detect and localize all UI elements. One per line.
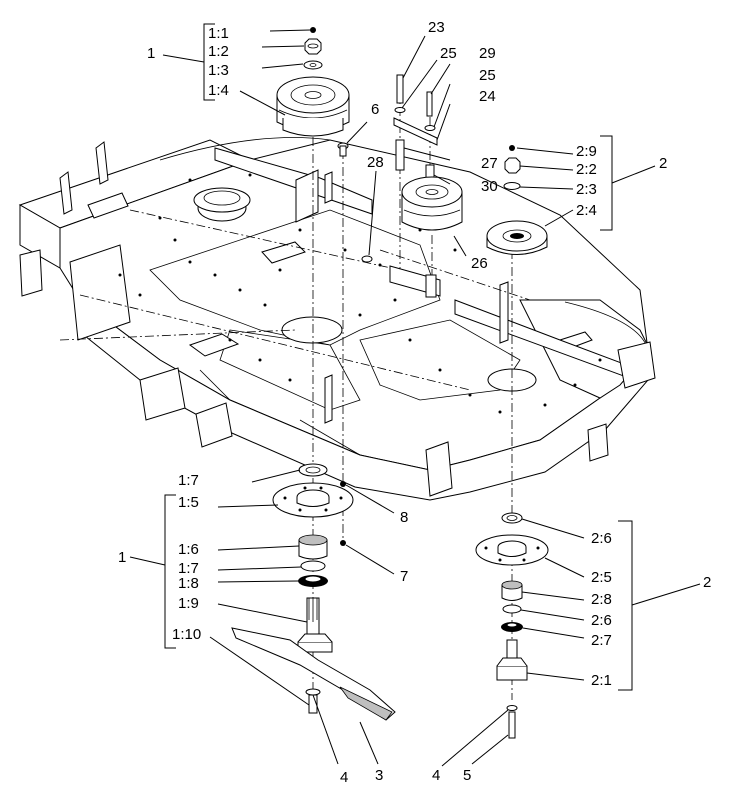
callout-24: 24 (479, 88, 496, 105)
group-brackets (129, 23, 701, 691)
callout-6: 6 (371, 101, 379, 118)
callout-1-4: 1:4 (208, 82, 229, 99)
callout-1-7b: 1:7 (178, 560, 199, 577)
callout-28: 28 (367, 154, 384, 171)
callout-1-9: 1:9 (178, 595, 199, 612)
callout-7: 7 (400, 568, 408, 585)
callout-2-6a: 2:6 (591, 530, 612, 547)
deck-bolt-holes (118, 173, 602, 414)
leader-lines (209, 29, 585, 767)
callout-1-10: 1:10 (172, 626, 201, 643)
callout-2-bottom: 2 (703, 574, 711, 591)
pin-and-nut (337, 142, 373, 263)
callout-1-1: 1:1 (208, 25, 229, 42)
spindle-assembly-left (231, 463, 396, 721)
callout-3: 3 (375, 767, 383, 784)
spindle-pulley-left (276, 27, 350, 137)
mower-deck-housing (18, 137, 656, 501)
callout-26: 26 (471, 255, 488, 272)
callout-2-9: 2:9 (576, 143, 597, 160)
callout-2-7: 2:7 (591, 632, 612, 649)
callout-1-6: 1:6 (178, 541, 199, 558)
callout-1-8: 1:8 (178, 575, 199, 592)
callout-27: 27 (481, 155, 498, 172)
callout-2-2: 2:2 (576, 161, 597, 178)
spindle-assembly-right (475, 512, 549, 739)
callout-5: 5 (463, 767, 471, 784)
spindle-pulley-right (486, 145, 548, 255)
callout-1-7a: 1:7 (178, 472, 199, 489)
callout-25b: 25 (479, 67, 496, 84)
callout-labels: 1 1:1 1:2 1:3 1:4 6 23 25 29 25 24 27 30… (118, 19, 711, 786)
callout-2-6b: 2:6 (591, 612, 612, 629)
callout-25a: 25 (440, 45, 457, 62)
callout-1-3: 1:3 (208, 62, 229, 79)
callout-8: 8 (400, 509, 408, 526)
callout-4a: 4 (340, 769, 348, 786)
callout-2-3: 2:3 (576, 181, 597, 198)
callout-30: 30 (481, 178, 498, 195)
callout-29: 29 (479, 45, 496, 62)
callout-1-bottom: 1 (118, 549, 126, 566)
callout-1-2: 1:2 (208, 43, 229, 60)
callout-2-4: 2:4 (576, 202, 597, 219)
callout-2-5: 2:5 (591, 569, 612, 586)
callout-2-1: 2:1 (591, 672, 612, 689)
callout-2-top: 2 (659, 155, 667, 172)
callout-1-top: 1 (147, 45, 155, 62)
callout-2-8: 2:8 (591, 591, 612, 608)
idler-assembly (389, 74, 463, 298)
callout-4b: 4 (432, 767, 440, 784)
callout-1-5: 1:5 (178, 494, 199, 511)
callout-23: 23 (428, 19, 445, 36)
